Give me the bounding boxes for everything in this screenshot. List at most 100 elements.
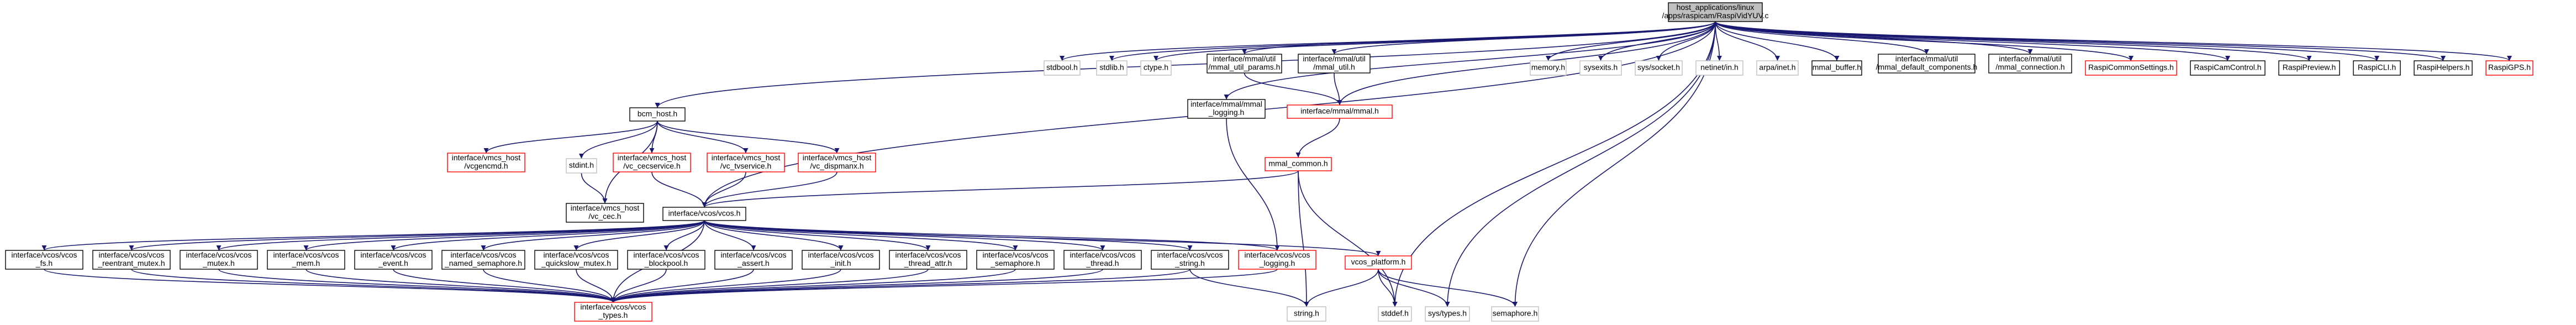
node-vcos-platform[interactable]: vcos_platform.h [1345, 255, 1412, 270]
node-sys-types[interactable]: sys/types.h [1425, 306, 1470, 322]
node-stdlib[interactable]: stdlib.h [1096, 60, 1128, 76]
node-vcos-fs[interactable]: interface/vcos/vcos_fs.h [5, 250, 83, 270]
node-box [662, 207, 746, 221]
node-arpa-inet[interactable]: arpa/inet.h [1756, 60, 1799, 76]
node-mmal-util[interactable]: interface/mmal/util/mmal_util.h [1298, 54, 1371, 74]
edge-vcos-to-vcos_thread [704, 220, 1105, 251]
node-vcos-init[interactable]: interface/vcos/vcos_init.h [802, 250, 880, 270]
node-box [1695, 60, 1743, 76]
node-vcos-quickslow-mutex[interactable]: interface/vcos/vcos_quickslow_mutex.h [534, 250, 618, 270]
node-stdbool[interactable]: stdbool.h [1044, 60, 1081, 76]
node-vcos-named-semaphore[interactable]: interface/vcos/vcos_named_semaphore.h [441, 250, 525, 270]
node-box [1425, 306, 1470, 322]
edge-vcos_reentrant_mutex-to-vcos_types [131, 269, 616, 303]
node-vc-cecservice[interactable]: interface/vmcs_host/vc_cecservice.h [613, 153, 691, 172]
node-memory[interactable]: memory.h [1530, 60, 1567, 76]
node-vcos-mutex[interactable]: interface/vcos/vcos_mutex.h [180, 250, 258, 270]
edge-bcm_host-to-vc_dispmanx [657, 120, 840, 154]
edge-root-to-raspi_preview [1715, 21, 2312, 61]
edge-vcos-to-vcos_assert [704, 220, 756, 251]
node-vcos-blockpool[interactable]: interface/vcos/vcos_blockpool.h [627, 250, 705, 270]
node-mmal-common[interactable]: mmal_common.h [1265, 157, 1332, 171]
node-label: interface/vcos/vcos.h [668, 209, 741, 218]
node-stdint[interactable]: stdint.h [566, 158, 597, 174]
edge-vcos-to-vcos_reentrant_mutex [129, 220, 705, 251]
node-mmal-buffer[interactable]: mmal_buffer.h [1811, 60, 1862, 76]
node-label: string.h [1294, 309, 1319, 318]
edge-root-to-mmal_util_params [1242, 21, 1716, 55]
node-box [447, 153, 525, 172]
node-vcos-thread[interactable]: interface/vcos/vcos_thread.h [1063, 250, 1142, 270]
node-vc-cec[interactable]: interface/vmcs_host/vc_cec.h [566, 203, 644, 223]
node-label: _assert.h [737, 259, 770, 268]
node-label: interface/vcos/vcos [186, 250, 251, 259]
node-string[interactable]: string.h [1287, 306, 1326, 322]
node-label: interface/vcos/vcos [720, 250, 786, 259]
edge-mmal_common-to-stddef [1298, 170, 1398, 307]
node-label: /vc_dispmanx.h [810, 161, 863, 170]
node-raspi-gps[interactable]: RaspiGPS.h [2485, 60, 2533, 76]
edge-root-to-raspi_helpers [1715, 21, 2446, 61]
node-mmal[interactable]: interface/mmal/mmal.h [1287, 104, 1393, 119]
node-label: _logging.h [1259, 259, 1295, 268]
node-box [354, 250, 433, 270]
node-vcos-logging[interactable]: interface/vcos/vcos_logging.h [1238, 250, 1316, 270]
node-ctype[interactable]: ctype.h [1140, 60, 1172, 76]
node-raspi-preview[interactable]: RaspiPreview.h [2278, 60, 2340, 76]
edge-vcos-to-vcos_platform [704, 220, 1381, 256]
node-box [2414, 60, 2473, 76]
node-box [1187, 99, 1266, 119]
node-vcos-event[interactable]: interface/vcos/vcos_event.h [354, 250, 433, 270]
node-vcgencmd[interactable]: interface/vmcs_host/vcgencmd.h [447, 153, 525, 172]
node-bcm-host[interactable]: bcm_host.h [629, 107, 686, 122]
edge-vcos_fs-to-vcos_types [44, 269, 616, 303]
node-root: host_applications/linux/apps/raspicam/Ra… [1662, 2, 1769, 22]
node-box [1238, 250, 1316, 270]
edge-root-to-stddef [1392, 21, 1716, 307]
node-label: _reentrant_mutex.h [97, 259, 165, 268]
node-label: _init.h [830, 259, 851, 268]
node-box [1287, 104, 1393, 119]
node-vcos-reentrant-mutex[interactable]: interface/vcos/vcos_reentrant_mutex.h [92, 250, 171, 270]
node-vcos-semaphore[interactable]: interface/vcos/vcos_semaphore.h [976, 250, 1055, 270]
node-mmal-connection[interactable]: interface/mmal/util/mmal_connection.h [1988, 54, 2072, 74]
node-box [1491, 306, 1539, 322]
node-mmal-logging[interactable]: interface/mmal/mmal_logging.h [1187, 99, 1266, 119]
node-sysexits[interactable]: sysexits.h [1579, 60, 1622, 76]
node-sys-socket[interactable]: sys/socket.h [1635, 60, 1683, 76]
edge-vcos-to-vcos_logging [704, 220, 1280, 251]
node-stddef[interactable]: stddef.h [1378, 306, 1412, 322]
node-raspi-common-settings[interactable]: RaspiCommonSettings.h [2085, 60, 2177, 76]
node-label: netinet/in.h [1700, 63, 1739, 72]
node-vcos-mem[interactable]: interface/vcos/vcos_mem.h [267, 250, 345, 270]
edge-root-to-sys_types [1445, 21, 1716, 307]
node-netinet-in[interactable]: netinet/in.h [1695, 60, 1743, 76]
node-raspi-cli[interactable]: RaspiCLI.h [2353, 60, 2401, 76]
node-box [889, 250, 967, 270]
edge-mmal_common-to-vcos [702, 170, 1299, 208]
edge-root-to-memory [1546, 21, 1716, 61]
node-vcos-types[interactable]: interface/vcos/vcos_types.h [574, 302, 652, 322]
node-vcos[interactable]: interface/vcos/vcos.h [662, 207, 746, 221]
edge-vcos_platform-to-sys_types [1378, 269, 1450, 307]
edge-vcos_platform-to-string [1304, 269, 1379, 307]
node-vc-dispmanx[interactable]: interface/vmcs_host/vc_dispmanx.h [798, 153, 876, 172]
edge-root-to-mmal_util [1331, 21, 1716, 55]
node-vc-tvservice[interactable]: interface/vmcs_host/vc_tvservice.h [707, 153, 785, 172]
edge-bcm_host-to-vcgencmd [483, 120, 658, 154]
node-raspi-helpers[interactable]: RaspiHelpers.h [2414, 60, 2473, 76]
node-raspi-cam-control[interactable]: RaspiCamControl.h [2190, 60, 2266, 76]
node-vcos-thread-attr[interactable]: interface/vcos/vcos_thread_attr.h [889, 250, 967, 270]
node-label: interface/vcos/vcos [11, 250, 77, 259]
node-label: _blockpool.h [644, 259, 688, 268]
node-mmal-util-params[interactable]: interface/mmal/util/mmal_util_params.h [1207, 54, 1282, 74]
node-vcos-assert[interactable]: interface/vcos/vcos_assert.h [714, 250, 793, 270]
node-label: RaspiCommonSettings.h [2088, 63, 2174, 72]
node-box [2085, 60, 2177, 76]
node-label: interface/vcos/vcos [273, 250, 339, 259]
node-semaphore[interactable]: semaphore.h [1491, 306, 1539, 322]
node-label: mmal_buffer.h [1813, 63, 1861, 72]
node-mmal-default-components[interactable]: interface/mmal/util/mmal_default_compone… [1876, 54, 1978, 74]
node-vcos-string[interactable]: interface/vcos/vcos_string.h [1151, 250, 1229, 270]
